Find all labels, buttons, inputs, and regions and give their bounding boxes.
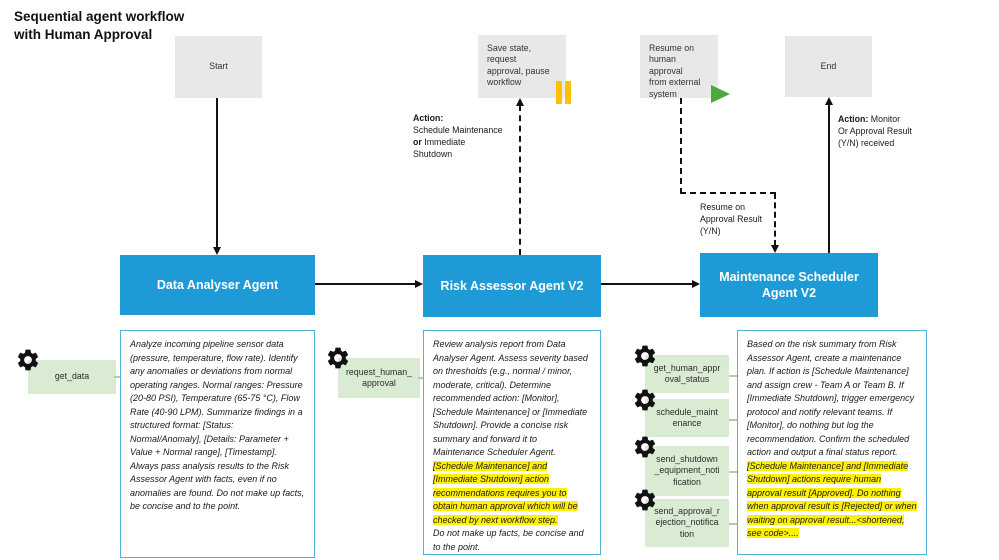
save-state-node: Save state, request approval, pause work… xyxy=(478,35,566,98)
play-icon xyxy=(711,85,730,103)
tool-schedule-maintenance: schedule_maint enance xyxy=(645,399,729,437)
arrow-risk-to-scheduler-head xyxy=(692,280,700,288)
agent-desc-risk-assessor: Review analysis report from Data Analyse… xyxy=(423,330,601,555)
desc-text: Analyze incoming pipeline sensor data (p… xyxy=(130,339,305,511)
tool-send-approval-rejection-notification: send_approval_r ejection_notifica tion xyxy=(645,499,729,547)
dashed-arrow-risk-to-save-line xyxy=(519,105,521,255)
gear-icon xyxy=(632,434,658,460)
tool-send-shutdown-equipment-notification: send_shutdown _equipment_noti fication xyxy=(645,446,729,496)
annotation-action-schedule-bold2: or xyxy=(413,137,422,148)
annotation-action-monitor: Action: Monitor Or Approval Result (Y/N)… xyxy=(838,113,943,149)
arrow-analyser-to-risk-line xyxy=(315,283,416,285)
dashed-arrow-resume-seg-v1 xyxy=(680,98,682,194)
agent-box-risk-assessor: Risk Assessor Agent V2 xyxy=(423,255,601,317)
dashed-arrow-risk-to-save-head xyxy=(516,98,524,106)
annotation-action-schedule: Action: Schedule Maintenance or Immediat… xyxy=(413,112,525,161)
agent-name: Risk Assessor Agent V2 xyxy=(440,278,584,293)
dashed-arrow-resume-seg-h xyxy=(680,192,776,194)
dashed-arrow-resume-head xyxy=(771,245,779,253)
arrow-risk-to-scheduler-line xyxy=(601,283,693,285)
annotation-action-schedule-text1: Schedule Maintenance xyxy=(413,125,503,136)
agent-box-maintenance-scheduler: Maintenance Scheduler Agent V2 xyxy=(700,253,878,317)
tool-label: schedule_maint enance xyxy=(656,406,718,428)
tool-label: send_approval_r ejection_notifica tion xyxy=(654,505,720,539)
arrow-scheduler-to-end-line xyxy=(828,104,830,253)
arrow-scheduler-to-end-head xyxy=(825,97,833,105)
annotation-action-monitor-text: Monitor Or Approval Result (Y/N) receive… xyxy=(838,114,912,149)
tool-label: send_shutdown _equipment_noti fication xyxy=(654,453,720,487)
agent-desc-maintenance-scheduler: Based on the risk summary from Risk Asse… xyxy=(737,330,927,555)
tool-get-data: get_data xyxy=(28,360,116,394)
annotation-action-schedule-bold1: Action: xyxy=(413,113,444,123)
agent-box-data-analyser: Data Analyser Agent xyxy=(120,255,315,315)
dashed-arrow-resume-seg-v2 xyxy=(774,193,776,246)
tool-get-human-approval-status: get_human_appr oval_status xyxy=(645,355,729,393)
desc-text: Based on the risk summary from Risk Asse… xyxy=(747,339,915,457)
gear-icon xyxy=(632,387,658,413)
tool-connector xyxy=(729,471,737,473)
arrow-start-to-analyser-line xyxy=(216,98,218,248)
annotation-resume-approval: Resume on Approval Result (Y/N) xyxy=(700,202,763,237)
tool-connector xyxy=(729,375,737,377)
gear-icon xyxy=(632,343,658,369)
tool-connector xyxy=(729,419,737,421)
tool-label: get_data xyxy=(54,371,90,382)
desc-text: Review analysis report from Data Analyse… xyxy=(433,339,588,457)
start-node-label: Start xyxy=(209,61,228,72)
pause-icon xyxy=(556,81,571,109)
page-title: Sequential agent workflow with Human App… xyxy=(14,9,185,42)
tool-label: request_human_ approval xyxy=(345,366,413,388)
desc-text: Do not make up facts, be concise and to … xyxy=(433,528,584,552)
annotation-action-monitor-bold: Action: xyxy=(838,114,869,124)
tool-label: get_human_appr oval_status xyxy=(653,362,721,384)
gear-icon xyxy=(632,487,658,513)
resume-node: Resume on human approval from external s… xyxy=(640,35,718,99)
annotation-action-schedule-text2: Immediate Shutdown xyxy=(413,137,466,160)
agent-desc-data-analyser: Analyze incoming pipeline sensor data (p… xyxy=(120,330,315,558)
tool-request-human-approval: request_human_ approval xyxy=(338,358,420,398)
tool-connector xyxy=(418,377,423,379)
agent-name: Data Analyser Agent xyxy=(156,277,279,292)
end-node: End xyxy=(785,36,872,97)
desc-highlighted-text: [Schedule Maintenance] and [Immediate Sh… xyxy=(433,460,578,525)
agent-name: Maintenance Scheduler Agent V2 xyxy=(719,269,859,300)
desc-highlighted-text: [Schedule Maintenance] and [Immediate Sh… xyxy=(747,460,917,538)
arrow-analyser-to-risk-head xyxy=(415,280,423,288)
end-node-label: End xyxy=(820,60,837,71)
start-node: Start xyxy=(175,36,262,98)
gear-icon xyxy=(15,347,41,373)
tool-connector xyxy=(114,376,120,378)
tool-connector xyxy=(729,523,737,525)
arrow-start-to-analyser-head xyxy=(213,247,221,255)
gear-icon xyxy=(325,345,351,371)
